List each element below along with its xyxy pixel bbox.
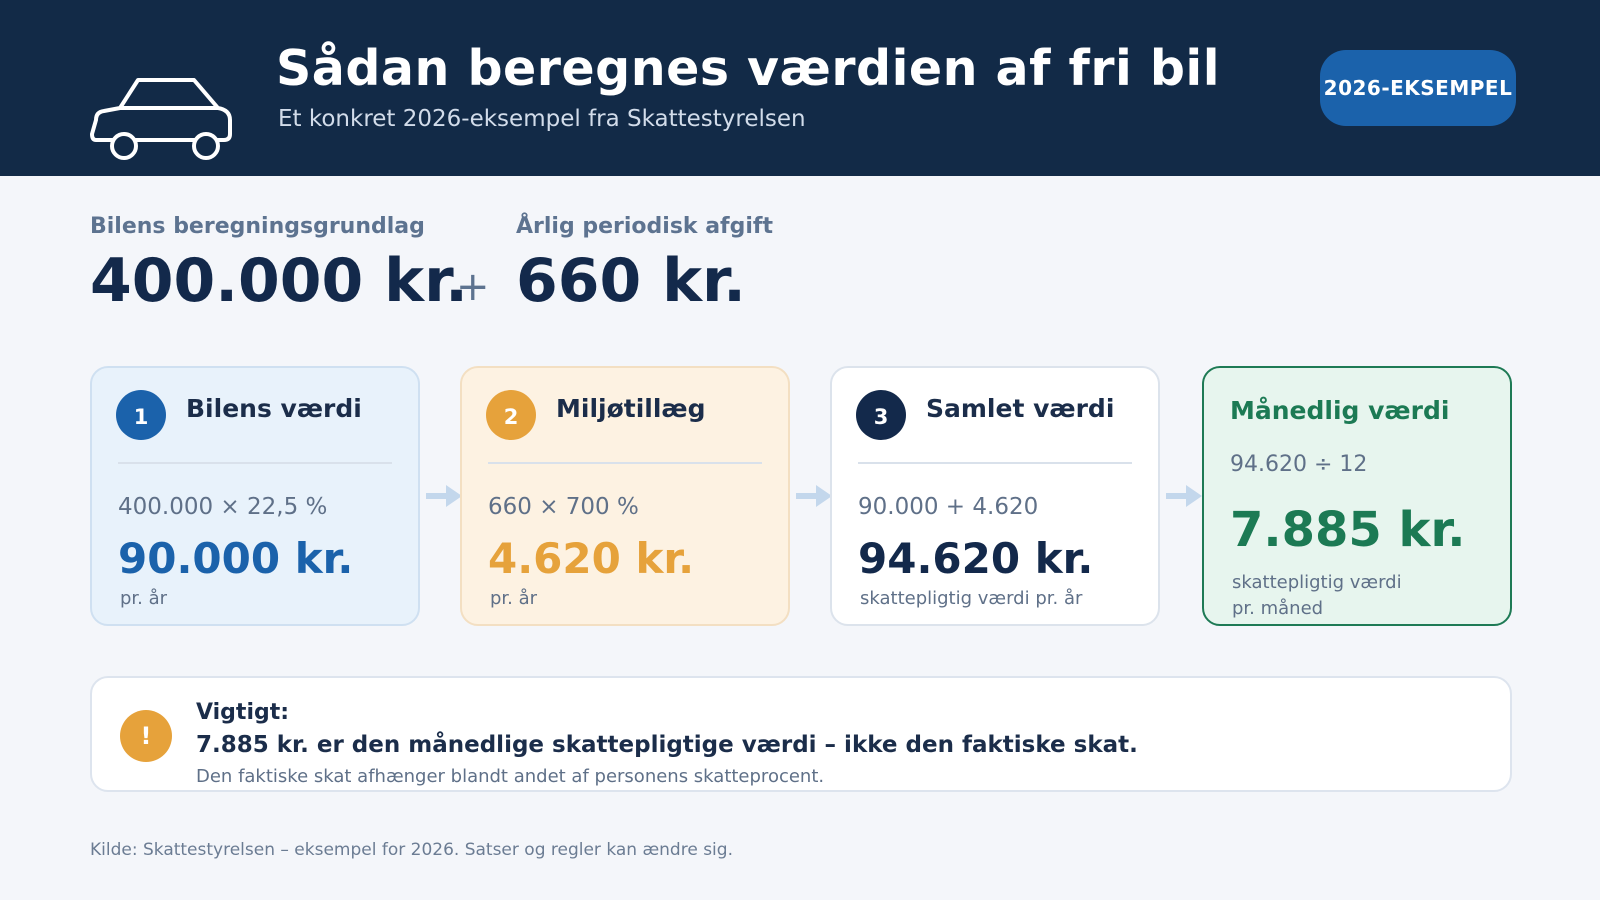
notice-sub-text: Den faktiske skat afhænger blandt andet …: [196, 766, 825, 787]
step-result: 90.000 kr.: [118, 534, 354, 583]
step-title: Bilens værdi: [186, 394, 362, 423]
step-title: Samlet værdi: [926, 394, 1115, 423]
year-badge: 2026-EKSEMPEL: [1320, 50, 1516, 126]
basis-label-calculation: Bilens beregningsgrundlag: [90, 214, 425, 239]
step-formula: 660 × 700 %: [488, 494, 639, 520]
step-formula: 90.000 + 4.620: [858, 494, 1039, 520]
basis-label-fee: Årlig periodisk afgift: [516, 214, 774, 239]
divider: [488, 462, 762, 464]
step-number-badge: 3: [856, 390, 906, 440]
step-card-car-value: 1 Bilens værdi 400.000 × 22,5 % 90.000 k…: [90, 366, 420, 626]
source-note: Kilde: Skattestyrelsen – eksempel for 20…: [90, 840, 733, 860]
notice-main-text: 7.885 kr. er den månedlige skattepligtig…: [196, 732, 1138, 758]
notice-title: Vigtigt:: [196, 700, 290, 725]
header: Sådan beregnes værdien af fri bil Et kon…: [0, 0, 1600, 176]
arrow-right-icon: [1166, 485, 1202, 507]
divider: [858, 462, 1132, 464]
car-icon: [90, 78, 232, 160]
step-result: 4.620 kr.: [488, 534, 695, 583]
warning-icon: !: [120, 710, 172, 762]
divider: [118, 462, 392, 464]
step-number-badge: 2: [486, 390, 536, 440]
step-result: 94.620 kr.: [858, 534, 1094, 583]
monthly-result: 7.885 kr.: [1230, 502, 1466, 558]
monthly-value-card: Månedlig værdi 94.620 ÷ 12 7.885 kr. ska…: [1202, 366, 1512, 626]
monthly-unit-line1: skattepligtig værdi: [1232, 572, 1402, 593]
step-formula: 400.000 × 22,5 %: [118, 494, 328, 520]
monthly-title: Månedlig værdi: [1230, 396, 1450, 425]
step-card-total-value: 3 Samlet værdi 90.000 + 4.620 94.620 kr.…: [830, 366, 1160, 626]
step-unit: skattepligtig værdi pr. år: [860, 588, 1083, 609]
basis-value-calculation: 400.000 kr.: [90, 246, 468, 316]
arrow-right-icon: [426, 485, 462, 507]
arrow-right-icon: [796, 485, 832, 507]
monthly-unit-line2: pr. måned: [1232, 598, 1324, 619]
step-title: Miljøtillæg: [556, 394, 706, 423]
plus-operator: +: [456, 264, 490, 310]
page-subtitle: Et konkret 2026-eksempel fra Skattestyre…: [278, 106, 806, 132]
monthly-formula: 94.620 ÷ 12: [1230, 452, 1368, 477]
important-notice: ! Vigtigt: 7.885 kr. er den månedlige sk…: [90, 676, 1512, 792]
basis-value-fee: 660 kr.: [516, 246, 746, 316]
step-unit: pr. år: [490, 588, 538, 609]
step-card-environment-surcharge: 2 Miljøtillæg 660 × 700 % 4.620 kr. pr. …: [460, 366, 790, 626]
page-title: Sådan beregnes værdien af fri bil: [276, 40, 1221, 97]
step-unit: pr. år: [120, 588, 168, 609]
step-number-badge: 1: [116, 390, 166, 440]
